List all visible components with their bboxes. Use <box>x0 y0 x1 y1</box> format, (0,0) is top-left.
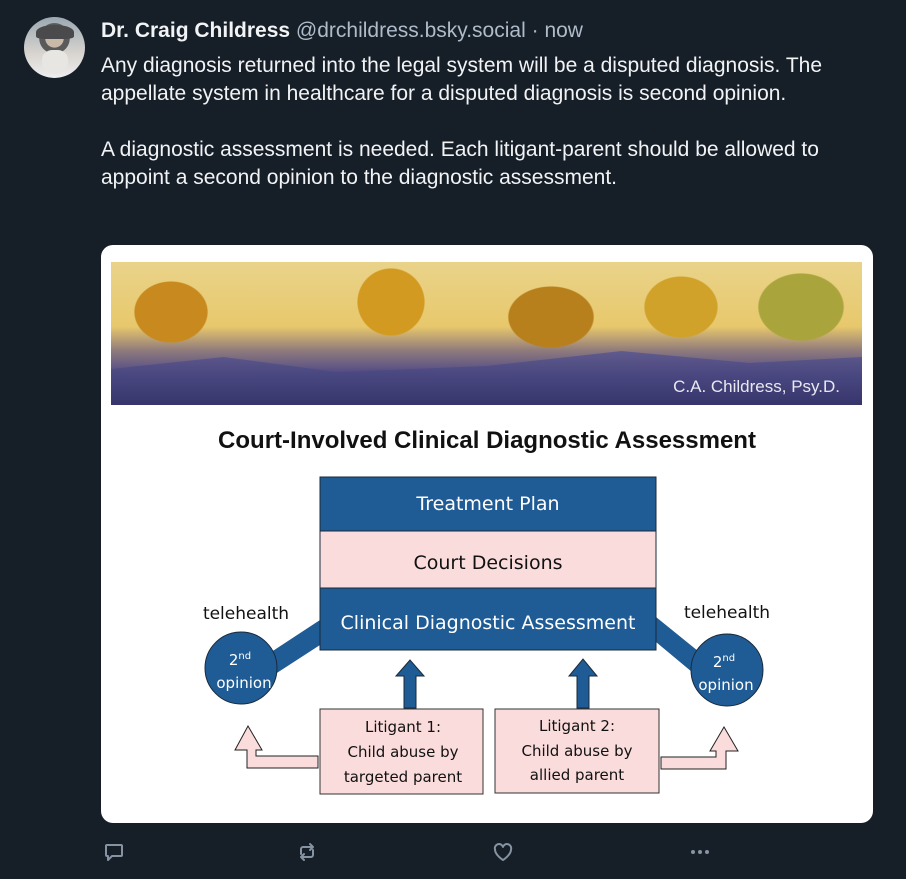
post-image[interactable]: C.A. Childress, Psy.D. Court-Involved Cl… <box>101 245 873 823</box>
litigant2-box <box>494 708 660 794</box>
avatar[interactable] <box>24 17 85 78</box>
left-second-opinion-circle <box>204 631 278 705</box>
litigant2-up-arrow <box>567 658 599 709</box>
watercolor-banner: C.A. Childress, Psy.D. <box>111 262 862 405</box>
post-paragraph: A diagnostic assessment is needed. Each … <box>101 138 819 189</box>
left-circle-sup: nd <box>238 651 251 662</box>
reply-icon[interactable] <box>103 841 125 868</box>
banner-signature: C.A. Childress, Psy.D. <box>673 377 840 396</box>
author-handle[interactable]: @drchildress.bsky.social <box>295 19 526 42</box>
litigant1-up-arrow <box>394 659 426 709</box>
right-telehealth-label: telehealth <box>684 603 770 623</box>
clinical-assessment-label: Clinical Diagnostic Assessment <box>341 612 636 634</box>
litigant1-box <box>319 708 484 795</box>
post-header: Dr. Craig Childress @drchildress.bsky.so… <box>101 19 583 43</box>
right-circle-text: opinion <box>698 676 753 694</box>
treatment-plan-label: Treatment Plan <box>415 493 559 515</box>
diagram: Treatment Plan Court Decisions Clinical … <box>203 476 770 795</box>
litigant1-line: Litigant 1: <box>365 718 441 736</box>
court-decisions-box <box>319 530 657 589</box>
litigant1-line: Child abuse by <box>347 743 458 761</box>
treatment-plan-box <box>319 476 657 532</box>
post-time[interactable]: now <box>544 19 583 42</box>
left-bent-arrow <box>234 724 319 769</box>
post-text: Any diagnosis returned into the legal sy… <box>101 52 881 220</box>
svg-text:2nd: 2nd <box>713 653 735 671</box>
like-icon[interactable] <box>492 841 514 868</box>
litigant1-line: targeted parent <box>344 768 462 786</box>
right-circle-sup: nd <box>722 653 735 664</box>
litigant2-line: Child abuse by <box>521 742 632 760</box>
repost-icon[interactable] <box>296 841 318 868</box>
left-circle-num: 2 <box>229 651 239 669</box>
svg-text:2nd: 2nd <box>229 651 251 669</box>
diagram-title: Court-Involved Clinical Diagnostic Asses… <box>218 427 756 454</box>
separator: · <box>531 19 539 42</box>
clinical-assessment-box <box>319 587 657 651</box>
post-paragraph: Any diagnosis returned into the legal sy… <box>101 54 823 105</box>
litigant2-line: allied parent <box>530 766 624 784</box>
left-telehealth-label: telehealth <box>203 604 289 624</box>
right-circle-num: 2 <box>713 653 723 671</box>
more-icon[interactable] <box>689 841 711 868</box>
court-decisions-label: Court Decisions <box>413 552 562 574</box>
right-bent-arrow <box>660 726 739 770</box>
right-second-opinion-circle <box>690 633 764 707</box>
left-circle-text: opinion <box>216 674 271 692</box>
author-name[interactable]: Dr. Craig Childress <box>101 19 291 42</box>
litigant2-line: Litigant 2: <box>539 717 615 735</box>
